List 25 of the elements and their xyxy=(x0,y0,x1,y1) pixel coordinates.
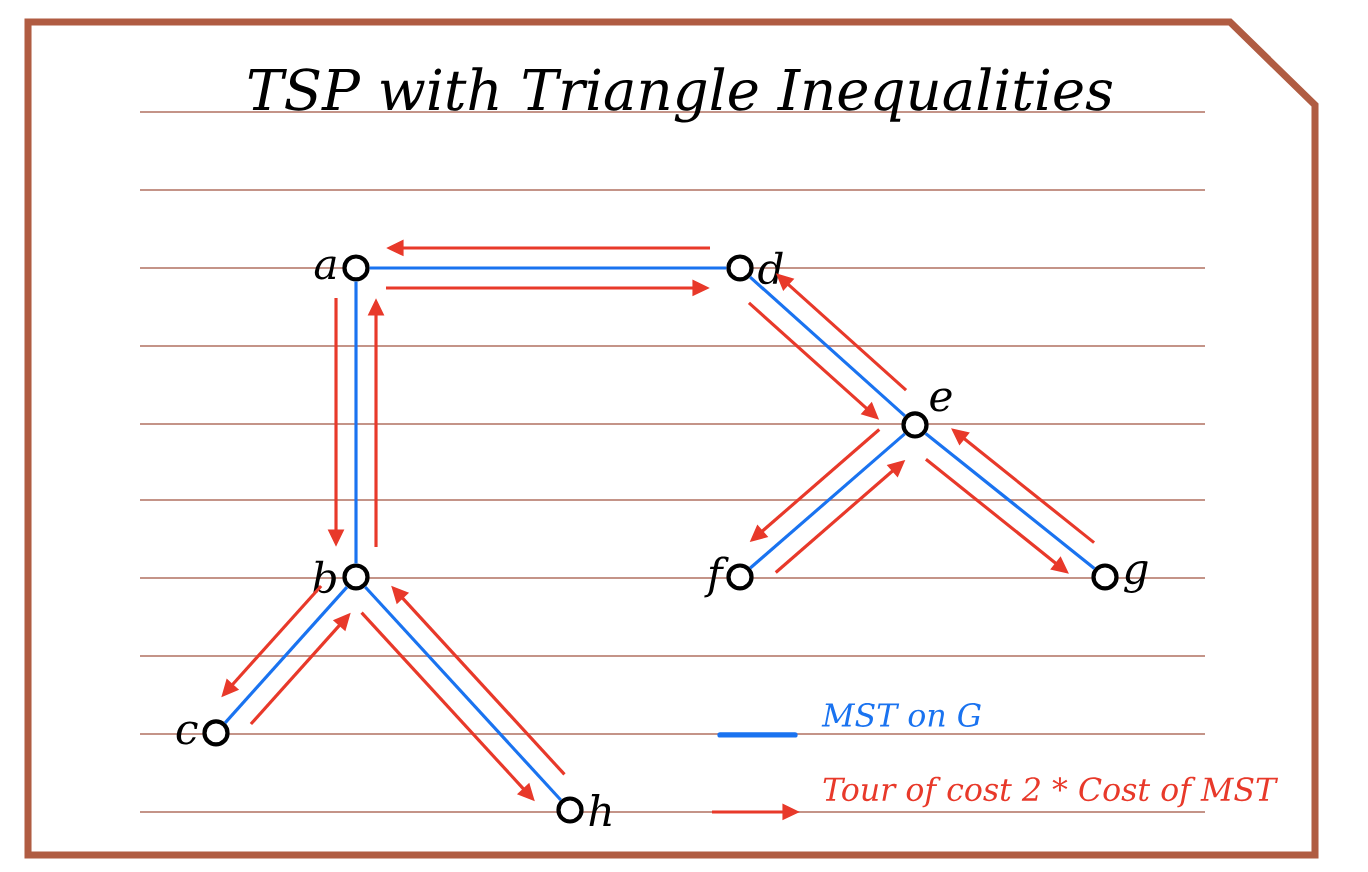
vertex-label: e xyxy=(930,388,952,412)
vertex-circle xyxy=(342,563,370,591)
vertex-circle xyxy=(1091,563,1119,591)
vertex-label: c xyxy=(176,721,198,745)
vertex-label: d xyxy=(758,251,783,285)
vertex-label: h xyxy=(589,794,611,826)
vertex-circle xyxy=(342,254,370,282)
title: TSP with Triangle Inequalities xyxy=(248,67,1113,123)
vertex-circle xyxy=(556,796,584,824)
tree-edge xyxy=(223,586,349,724)
tree-edge xyxy=(924,432,1096,570)
vertex-circle xyxy=(202,719,230,747)
legend-label: Tour of cost 2 * Cost of MST xyxy=(820,774,1279,810)
tree-edge xyxy=(364,585,562,802)
vertex-label: g xyxy=(1123,561,1148,593)
vertex-label: a xyxy=(314,256,336,280)
tree-edge xyxy=(749,275,906,418)
tree-edge xyxy=(354,281,358,564)
vertex-label: f xyxy=(704,556,729,598)
legend-label: MST on G xyxy=(820,701,984,729)
vertex-circle xyxy=(726,254,754,282)
vertex-circle xyxy=(901,411,929,439)
tree-edge xyxy=(369,266,727,270)
vertex-label: b xyxy=(313,560,336,594)
tree-edge xyxy=(749,432,906,570)
